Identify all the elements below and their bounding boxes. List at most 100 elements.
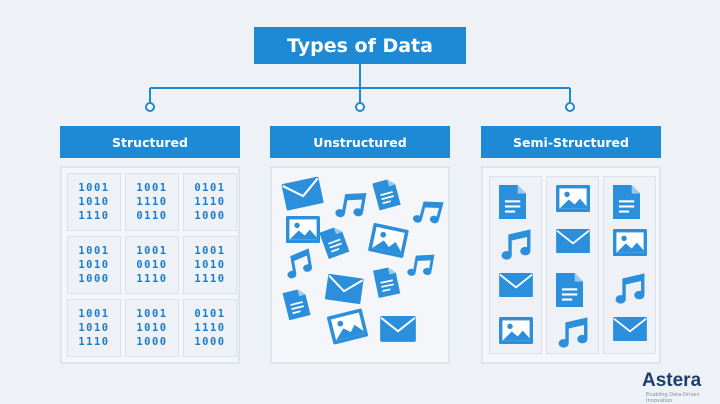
binary-line: 1110 xyxy=(194,322,226,334)
image-icon-graphic xyxy=(326,308,369,345)
envelope-icon-graphic xyxy=(556,229,590,254)
image-icon xyxy=(367,222,409,263)
binary-line: 0110 xyxy=(136,210,168,222)
connector-lines xyxy=(145,64,575,112)
binary-line: 1000 xyxy=(194,336,226,348)
music-note-icon xyxy=(613,273,647,311)
document-icon xyxy=(319,225,351,263)
music-note-icon xyxy=(556,317,590,355)
binary-line: 1110 xyxy=(194,273,226,285)
unstructured-panel xyxy=(270,166,450,364)
image-icon xyxy=(613,229,647,260)
document-icon xyxy=(556,273,584,311)
document-icon-graphic xyxy=(372,267,401,299)
binary-cell: 1001 1010 1110 xyxy=(67,299,121,357)
binary-line: 1001 xyxy=(136,308,168,320)
image-icon-graphic xyxy=(368,222,409,258)
envelope-icon xyxy=(324,273,364,309)
document-icon xyxy=(613,185,641,223)
music-note-icon-graphic xyxy=(335,193,367,218)
music-note-icon xyxy=(331,187,369,228)
image-icon xyxy=(286,216,320,247)
semi-structured-column xyxy=(546,176,599,354)
envelope-icon-graphic xyxy=(499,273,533,298)
connector-path xyxy=(149,64,571,104)
envelope-icon xyxy=(380,316,416,346)
binary-line: 1010 xyxy=(78,259,110,271)
category-header-semi-structured: Semi-Structured xyxy=(481,126,661,158)
binary-cell: 1001 1010 1000 xyxy=(67,236,121,294)
connector-dot-unstructured xyxy=(355,102,365,112)
semi-structured-column xyxy=(489,176,542,354)
envelope-icon-graphic xyxy=(380,316,416,342)
semi-structured-panel xyxy=(481,166,661,364)
category-header-unstructured: Unstructured xyxy=(270,126,450,158)
music-note-icon xyxy=(408,195,446,236)
music-note-icon-graphic xyxy=(501,229,531,260)
binary-line: 1001 xyxy=(78,182,110,194)
binary-line: 1001 xyxy=(194,245,226,257)
envelope-icon-graphic xyxy=(325,273,364,305)
music-note-icon-graphic xyxy=(407,254,435,276)
document-icon-graphic xyxy=(613,185,641,219)
music-note-icon-graphic xyxy=(412,201,444,224)
image-icon-graphic xyxy=(286,216,320,244)
binary-line: 1110 xyxy=(136,196,168,208)
connector-dot-semi-structured xyxy=(565,102,575,112)
binary-line: 0101 xyxy=(194,308,226,320)
diagram-title: Types of Data xyxy=(254,27,466,64)
document-icon xyxy=(372,266,402,302)
binary-line: 1110 xyxy=(78,210,110,222)
image-icon-graphic xyxy=(499,317,533,345)
astera-logo: Astera xyxy=(642,370,702,391)
image-icon-graphic xyxy=(556,185,590,213)
binary-cell: 1001 1010 1110 xyxy=(67,173,121,231)
binary-line: 1110 xyxy=(194,196,226,208)
envelope-icon xyxy=(556,229,590,257)
binary-cell: 1001 0010 1110 xyxy=(125,236,179,294)
binary-line: 1110 xyxy=(78,336,110,348)
binary-line: 1000 xyxy=(194,210,226,222)
binary-line: 0101 xyxy=(194,182,226,194)
document-icon xyxy=(372,178,402,215)
binary-line: 1001 xyxy=(78,308,110,320)
binary-line: 1010 xyxy=(78,196,110,208)
music-note-icon-graphic xyxy=(615,273,645,304)
binary-cell: 1001 1110 0110 xyxy=(125,173,179,231)
binary-line: 1010 xyxy=(194,259,226,271)
binary-line: 1000 xyxy=(78,273,110,285)
envelope-icon xyxy=(613,317,647,345)
binary-line: 0010 xyxy=(136,259,168,271)
binary-cell: 1001 1010 1000 xyxy=(125,299,179,357)
binary-line: 1001 xyxy=(136,182,168,194)
document-icon-graphic xyxy=(319,227,350,260)
envelope-icon-graphic xyxy=(613,317,647,342)
connector-dot-structured xyxy=(145,102,155,112)
image-icon xyxy=(556,185,590,216)
binary-line: 1001 xyxy=(78,245,110,257)
envelope-icon-graphic xyxy=(281,176,324,211)
document-icon-graphic xyxy=(282,289,311,321)
document-icon-graphic xyxy=(499,185,527,219)
binary-line: 1010 xyxy=(136,322,168,334)
music-note-icon xyxy=(403,250,436,286)
binary-line: 1001 xyxy=(136,245,168,257)
semi-structured-column xyxy=(603,176,656,354)
image-icon-graphic xyxy=(613,229,647,257)
document-icon-graphic xyxy=(372,179,402,211)
image-icon xyxy=(499,317,533,348)
document-icon xyxy=(282,288,311,324)
binary-line: 1000 xyxy=(136,336,168,348)
document-icon xyxy=(499,185,527,223)
category-header-structured: Structured xyxy=(60,126,240,158)
binary-line: 1110 xyxy=(136,273,168,285)
music-note-icon xyxy=(281,248,316,287)
envelope-icon xyxy=(281,176,325,215)
binary-cell: 0101 1110 1000 xyxy=(183,299,237,357)
music-note-icon-graphic xyxy=(558,317,588,348)
music-note-icon-graphic xyxy=(287,248,313,279)
binary-line: 1010 xyxy=(78,322,110,334)
envelope-icon xyxy=(499,273,533,301)
